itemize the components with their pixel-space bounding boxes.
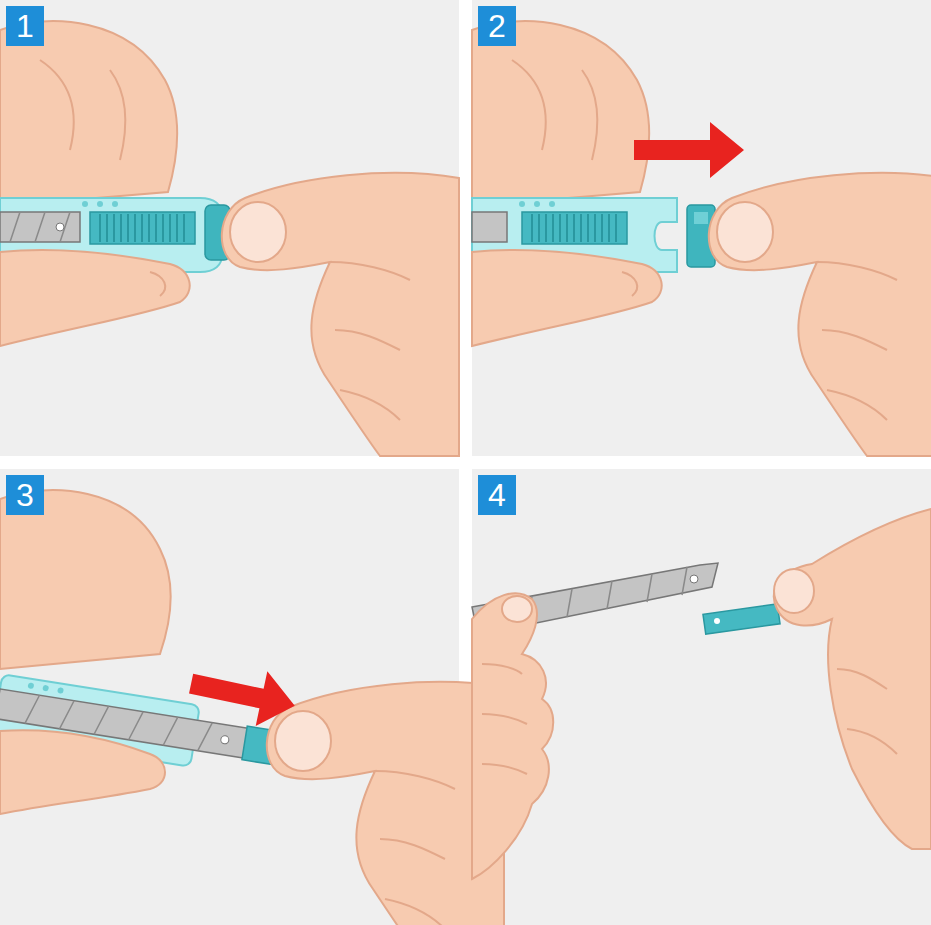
panel-backgrounds-part: [0, 0, 459, 456]
panel-four-drawing-part: [837, 669, 897, 754]
panel-three-drawing-part-part: [42, 685, 49, 692]
panel-three-drawing-part: [0, 730, 165, 814]
step-badge: 3: [6, 475, 44, 515]
panel-one-drawing: [0, 21, 459, 456]
panel-one-drawing-part: [82, 201, 88, 207]
panel-three-drawing-part: [0, 490, 171, 669]
panel-four-drawing: [472, 509, 931, 879]
panel-one-drawing-part: [0, 21, 177, 206]
panel-one-drawing-part: [97, 201, 103, 207]
panel-four-drawing-part: [774, 509, 931, 849]
panel-one-drawing-part: [112, 201, 118, 207]
step-number: 2: [488, 10, 506, 42]
red-arrow: [634, 122, 744, 178]
step-badge: 1: [6, 6, 44, 46]
step-number: 3: [16, 479, 34, 511]
panel-two-drawing: [472, 21, 931, 456]
panel-three-drawing-part: [267, 682, 504, 925]
red-arrow: [185, 656, 300, 733]
panel-three-drawing-part-part: [220, 735, 229, 744]
panel-one-drawing-part: [0, 212, 80, 242]
step-badge: 4: [478, 475, 516, 515]
panel-two-drawing-part: [709, 173, 931, 456]
panel-two-drawing-part: [534, 201, 540, 207]
panel-two-drawing-part: [519, 201, 525, 207]
step-number: 1: [16, 10, 34, 42]
panel-four-drawing-part: [527, 567, 687, 624]
panel-two-drawing-part: [694, 212, 708, 224]
step-badge: 2: [478, 6, 516, 46]
panel-two-drawing-part-part: [522, 212, 627, 244]
panel-two-drawing-part: [549, 201, 555, 207]
panel-one-drawing-part: [0, 250, 190, 346]
panel-three-drawing: [0, 490, 504, 925]
panel-four-drawing-part: [774, 569, 814, 613]
panel-three-drawing-part: [185, 656, 300, 733]
step-number: 4: [488, 479, 506, 511]
panel-four-drawing-part: [482, 664, 527, 774]
panel-four-drawing-part: [703, 604, 780, 634]
panel-four-drawing-part: [502, 596, 532, 622]
panel-two-drawing-part: [472, 21, 649, 206]
panel-four-drawing-part: [472, 593, 553, 879]
panel-three-drawing-part-part: [57, 687, 64, 694]
panel-four-drawing-part: [690, 575, 698, 583]
panel-four-drawing-part: [714, 618, 720, 624]
panel-backgrounds-part: [472, 469, 931, 925]
panel-three-drawing-part-part: [27, 682, 34, 689]
panel-two-drawing-part: [522, 212, 627, 244]
panel-two-drawing-part: [472, 250, 662, 346]
panel-one-drawing-part: [222, 173, 459, 456]
panel-one-drawing-part: [90, 212, 195, 244]
panel-two-drawing-part: [472, 212, 507, 242]
